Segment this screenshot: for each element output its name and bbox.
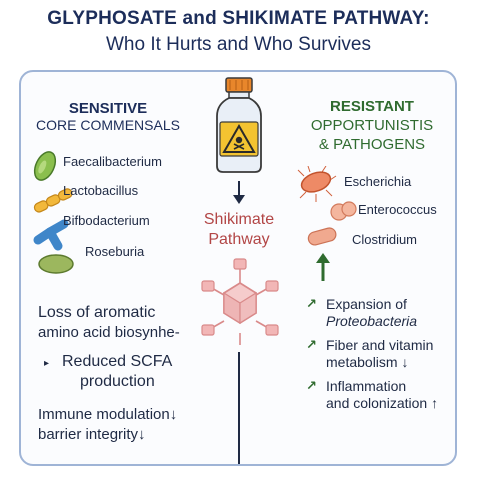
effect-fiber-line-2: metabolism ↓ (326, 354, 409, 370)
effect-inflammation-line-1: Inflammation (326, 378, 407, 394)
lactobacillus-icon (33, 188, 73, 213)
faecalibacterium-icon (33, 151, 57, 181)
organism-faecalibacterium: Faecalibacterium (63, 154, 162, 169)
pathway-label-line-2: Pathway (208, 231, 270, 248)
center-divider-line (238, 352, 240, 464)
resistant-heading-line-3: & PATHOGENS (318, 136, 426, 153)
effect-proteobacteria-line-2: Proteobacteria (326, 313, 418, 329)
roseburia-icon (38, 254, 74, 274)
sensitive-heading: SENSITIVE CORE COMMENSALS (28, 100, 188, 133)
organism-lactobacillus: Lactobacillus (63, 183, 139, 198)
resistant-bacteria-icons (297, 166, 357, 246)
sensitive-heading-line-2: CORE COMMENSALS (36, 117, 180, 133)
organism-enterococcus: Enterococcus (358, 202, 437, 217)
effect-fiber-vitamin: Fiber and vitamin metabolism ↓ (326, 337, 433, 371)
sensitive-bacteria-icons (33, 151, 74, 274)
organism-roseburia: Roseburia (85, 244, 145, 259)
effect-loss-aromatic: Loss of aromatic amino acid biosynhe- (38, 303, 180, 343)
effect-fiber-line-1: Fiber and vitamin (326, 337, 434, 353)
organism-bifidobacterium: Bifbodacterium (63, 213, 150, 228)
bifidobacterium-icon (33, 219, 69, 251)
organism-clostridium: Clostridium (352, 232, 418, 247)
molecule-icon (201, 258, 279, 345)
effect-scfa-line-2: production (80, 373, 155, 390)
pathway-label-line-1: Shikimate (203, 211, 275, 228)
effect-reduced-scfa: Reduced SCFA production (62, 352, 172, 392)
escherichia-icon (297, 166, 337, 202)
organism-escherichia: Escherichia (344, 174, 412, 189)
shikimate-pathway-label: Shikimate Pathway (180, 210, 298, 250)
title-line-2: Who It Hurts and Who Survives (105, 34, 372, 55)
title-line-1: GLYPHOSATE and SHIKIMATE PATHWAY: (47, 8, 430, 29)
scfa-bullet-icon: ▸ (44, 358, 50, 369)
effect-loss-line-1: Loss of aromatic (38, 304, 156, 321)
resistant-heading-line-2: OPPORTUNISTIS (310, 117, 434, 134)
effect-immune-line-1: Immune modulation↓ (38, 406, 178, 423)
effect-proteobacteria: Expansion of Proteobacteria (326, 296, 417, 330)
effect-inflammation: Inflammation and colonization ↑ (326, 378, 438, 412)
up-arrow-icon (316, 253, 330, 281)
effect-proteobacteria-line-1: Expansion of (326, 296, 407, 312)
down-arrow-icon (233, 181, 245, 204)
sensitive-heading-line-1: SENSITIVE (68, 100, 148, 117)
effect-immune: Immune modulation↓ barrier integrity↓ (38, 405, 177, 445)
effect-scfa-line-1: Reduced SCFA (62, 353, 173, 370)
increase-arrow-icon-3: ↗ (306, 378, 317, 393)
resistant-heading-line-1: RESISTANT (330, 98, 414, 115)
resistant-heading: RESISTANT OPPORTUNISTIS & PATHOGENS (292, 97, 452, 154)
increase-arrow-icon-2: ↗ (306, 337, 317, 352)
clostridium-icon (307, 227, 337, 246)
increase-arrow-icon: ↗ (306, 296, 317, 311)
effect-loss-line-2: amino acid biosynhe- (38, 324, 180, 341)
effect-inflammation-line-2: and colonization ↑ (326, 395, 439, 411)
hazard-bottle-icon (216, 77, 262, 173)
enterococcus-icon (330, 201, 357, 221)
effect-immune-line-2: barrier integrity↓ (38, 426, 146, 443)
